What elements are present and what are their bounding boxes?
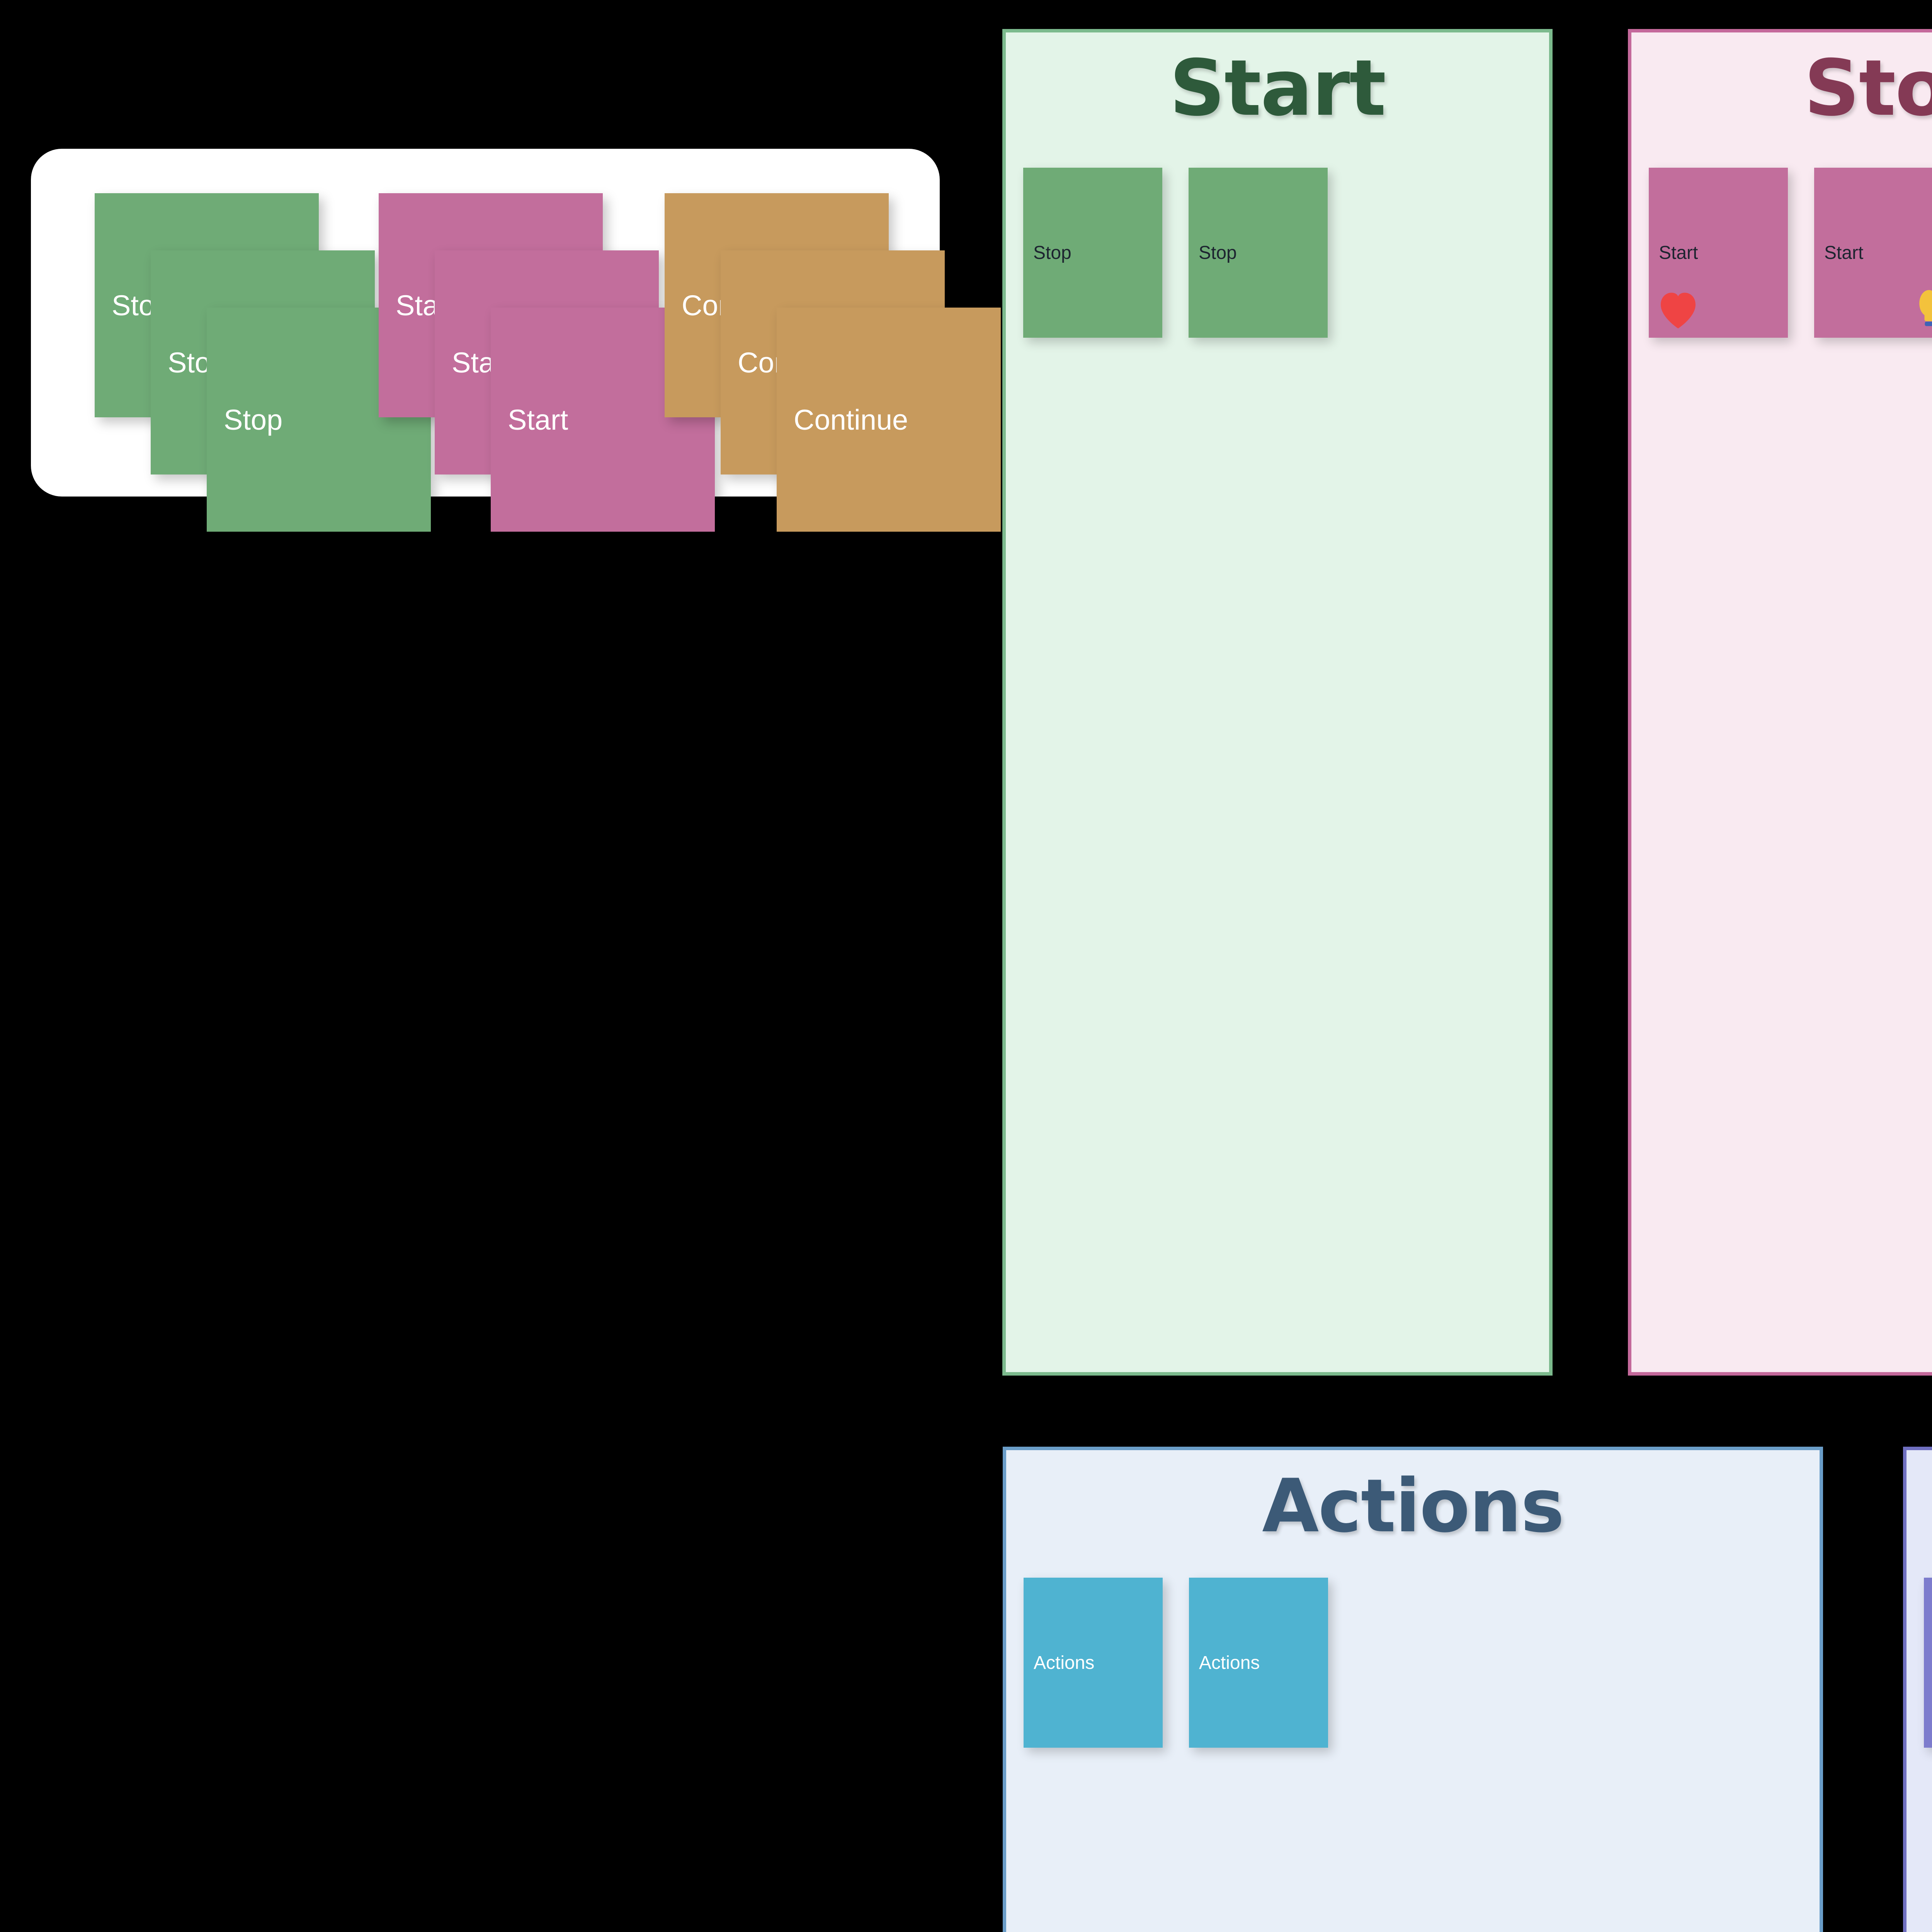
note-card[interactable]: Questions — [1924, 1578, 1932, 1748]
sticky-note-palette[interactable]: Stop Stop Stop Start Start Start Conti — [31, 149, 1001, 532]
note-card[interactable]: Stop — [1189, 168, 1328, 338]
heart-sticker — [1655, 287, 1701, 331]
stack-note[interactable]: Stop — [207, 308, 431, 532]
lightbulb-sticker — [1912, 285, 1932, 331]
note-list-stop: Start Start — [1649, 168, 1932, 338]
stack-note-label: Continue — [794, 403, 908, 436]
note-list-actions: Actions Actions — [1024, 1578, 1328, 1748]
panel-actions[interactable]: Actions Actions Actions — [1003, 1447, 1823, 1932]
note-card[interactable]: Start — [1814, 168, 1932, 338]
panel-questions[interactable]: Questions Questions Questions — [1903, 1447, 1932, 1932]
column-start[interactable]: Start Stop Stop — [1002, 29, 1553, 1376]
note-label: Start — [1824, 242, 1864, 263]
note-label: Stop — [1033, 242, 1071, 263]
note-label: Start — [1659, 242, 1698, 263]
note-card[interactable]: Start — [1649, 168, 1788, 338]
note-card[interactable]: Actions — [1024, 1578, 1163, 1748]
note-list-start: Stop Stop — [1023, 168, 1328, 338]
column-title-start: Start — [1169, 43, 1386, 133]
note-label: Questions — [1924, 1652, 1932, 1673]
stack-note-label: Start — [508, 403, 568, 436]
panel-title-actions: Actions — [1262, 1463, 1565, 1549]
note-label: Actions — [1034, 1652, 1095, 1673]
note-label: Actions — [1199, 1652, 1260, 1673]
stack-note-label: Stop — [224, 403, 283, 436]
note-list-questions: Questions Questions — [1924, 1578, 1932, 1748]
column-title-stop: Stop — [1804, 43, 1932, 133]
panel-title-questions: Questions — [1906, 1463, 1932, 1549]
column-stop[interactable]: Stop Start Start — [1628, 29, 1932, 1376]
note-label: Stop — [1199, 242, 1237, 263]
stack-note[interactable]: Continue — [777, 308, 1001, 532]
note-card[interactable]: Stop — [1023, 168, 1162, 338]
note-card[interactable]: Actions — [1189, 1578, 1328, 1748]
